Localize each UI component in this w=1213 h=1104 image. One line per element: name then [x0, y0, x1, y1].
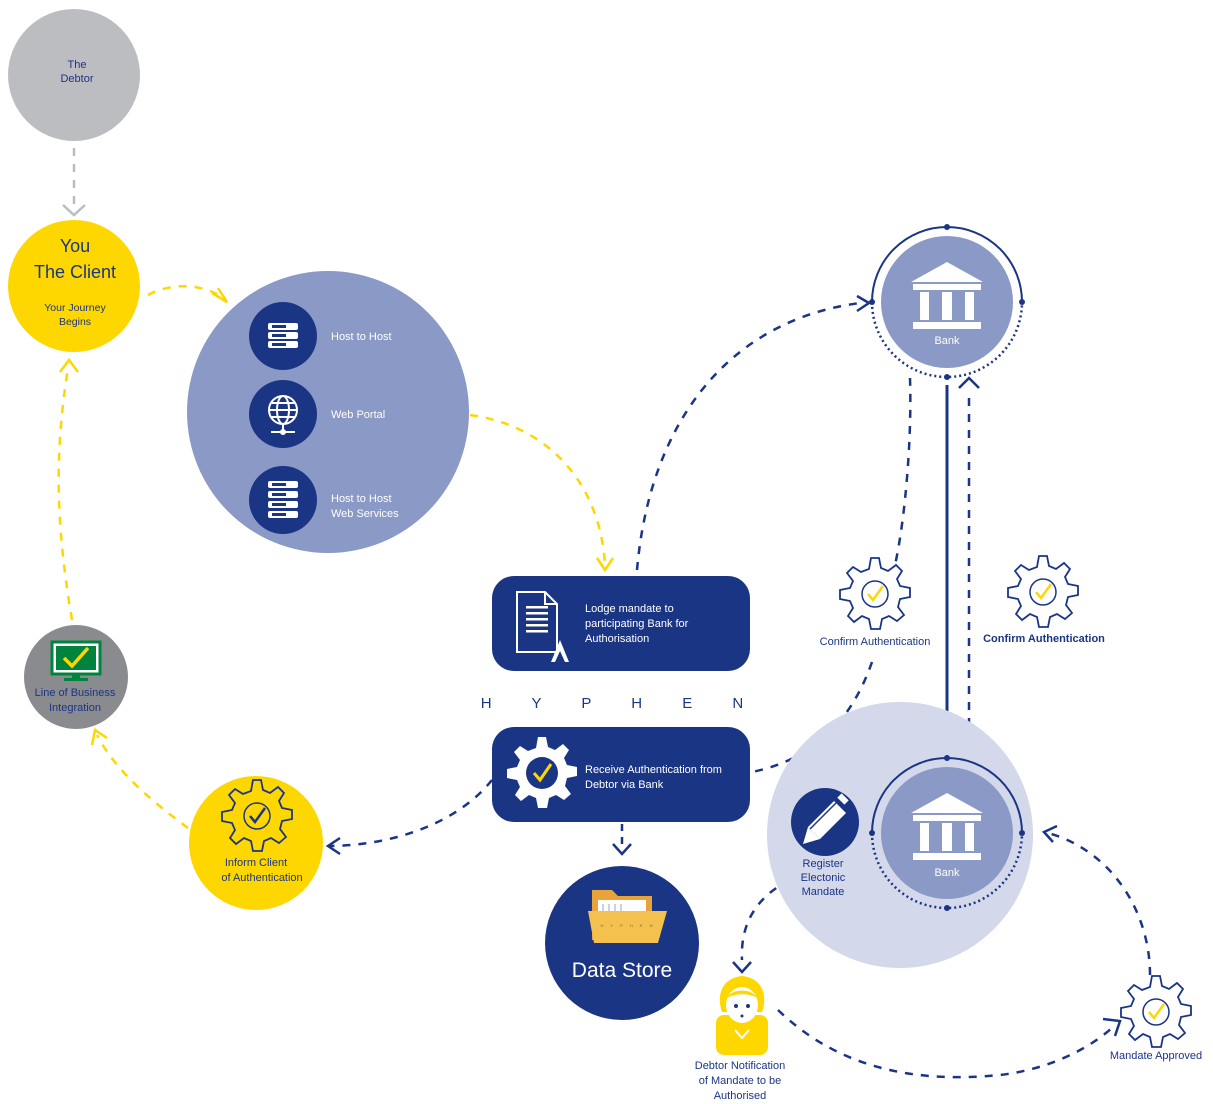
connector-debtor-approved — [777, 1009, 1116, 1079]
gear-check-icon — [1120, 975, 1192, 1048]
inform-label-1: Inform Client — [225, 857, 287, 869]
confirm-authentication-right: Confirm Authentication — [983, 555, 1105, 645]
data-store-node: H Y P H E N Data Store — [545, 866, 699, 1020]
gear-check-icon — [507, 737, 577, 808]
debtor-notify-label-1: Debtor Notification — [695, 1060, 786, 1072]
connector-client-channels — [147, 285, 223, 299]
hyphen-brand: H Y P H E N — [481, 695, 762, 712]
channel-label: Host to Host — [331, 493, 392, 505]
register-label-1: Register — [803, 858, 844, 870]
gear-check-icon — [839, 557, 911, 630]
folder-brand: H Y P H E N — [600, 923, 655, 928]
connector-bank-confirm — [893, 377, 912, 566]
line-of-business-node: Line of Business Integration — [24, 625, 128, 729]
channel-host-to-host: Host to Host — [249, 302, 392, 370]
client-node: You The Client Your Journey Begins — [8, 220, 140, 352]
connector-receive-inform — [329, 779, 493, 848]
bank-bottom-label: Bank — [934, 867, 960, 879]
channels-node: Host to Host Web Portal — [187, 271, 469, 553]
gear-check-icon — [1007, 555, 1079, 628]
client-sub-2: Begins — [59, 316, 91, 328]
channel-host-to-host-web-services: Host to Host Web Services — [249, 466, 399, 534]
receive-label-2: Debtor via Bank — [585, 779, 664, 791]
inform-label-2: of Authentication — [221, 872, 302, 884]
mandate-approved-node: Mandate Approved — [1110, 975, 1202, 1062]
confirm-left-label: Confirm Authentication — [820, 636, 931, 648]
debtor-node: The Debtor — [8, 9, 140, 141]
document-icon — [516, 591, 558, 653]
register-mandate-node: Register Electonic Mandate — [791, 788, 859, 898]
bank-top-node: Bank — [869, 224, 1025, 380]
approved-label: Mandate Approved — [1110, 1050, 1202, 1062]
connector-channels-lodge — [469, 413, 607, 566]
receive-label-1: Receive Authentication from — [585, 764, 722, 776]
debtor-notify-label-3: Authorised — [714, 1090, 767, 1102]
monitor-check-icon — [50, 640, 102, 681]
connector-confirm-receive — [751, 661, 874, 774]
lob-label-1: Line of Business — [35, 687, 116, 699]
connector-lodge-bank — [635, 301, 861, 571]
channel-label: Web Services — [331, 508, 399, 520]
client-title-1: You — [60, 236, 90, 256]
connector-register-debtor — [740, 878, 791, 961]
lodge-label-3: Authorisation — [585, 633, 649, 645]
connector-lob-client — [57, 367, 74, 621]
register-label-3: Mandate — [802, 886, 845, 898]
inform-client-node: Inform Client of Authentication — [189, 776, 323, 910]
person-icon — [716, 976, 768, 1055]
debtor-notify-label-2: of Mandate to be — [699, 1075, 782, 1087]
bank-top-label: Bank — [934, 335, 960, 347]
lob-label-2: Integration — [49, 702, 101, 714]
receive-authentication-node: Receive Authentication from Debtor via B… — [492, 727, 750, 822]
connector-approved-bank — [1047, 831, 1152, 976]
debtor-notification-node: Debtor Notification of Mandate to be Aut… — [695, 976, 786, 1102]
bank-bottom-group: Bank Register Electonic Mandate — [767, 702, 1033, 968]
client-title-2: The Client — [34, 262, 116, 282]
gear-check-icon — [221, 779, 293, 852]
server-icon — [268, 323, 298, 348]
confirm-right-label: Confirm Authentication — [983, 633, 1105, 645]
client-sub-1: Your Journey — [44, 302, 106, 314]
folder-icon: H Y P H E N — [588, 890, 667, 943]
debtor-label-2: Debtor — [60, 73, 93, 85]
register-label-2: Electonic — [801, 872, 846, 884]
channel-web-portal: Web Portal — [249, 380, 385, 448]
lodge-label-2: participating Bank for — [585, 618, 689, 630]
data-store-label: Data Store — [572, 959, 672, 982]
connector-inform-lob — [95, 734, 189, 830]
lodge-mandate-node: Lodge mandate to participating Bank for … — [492, 576, 750, 671]
globe-icon — [268, 395, 298, 433]
confirm-authentication-left: Confirm Authentication — [820, 557, 931, 648]
channel-label: Host to Host — [331, 331, 392, 343]
debtor-label-1: The — [68, 59, 87, 71]
pencil-icon — [803, 793, 849, 844]
channel-label: Web Portal — [331, 409, 385, 421]
lodge-label-1: Lodge mandate to — [585, 603, 674, 615]
